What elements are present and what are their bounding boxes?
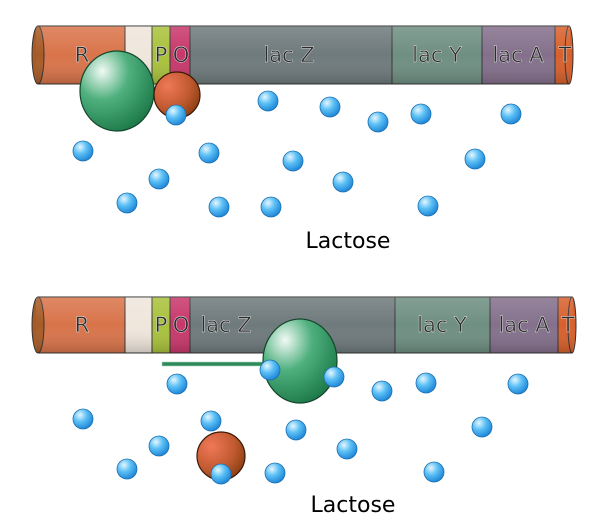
label-lacY: lac Y [417, 313, 467, 337]
mrna-transcript [161, 361, 271, 367]
lactose-molecule [257, 90, 279, 112]
lactose-molecule [417, 195, 439, 217]
bar-end-cap [31, 25, 45, 85]
lactose-molecule [116, 192, 138, 214]
lactose-molecule [208, 196, 230, 218]
label-lacZ: lac Z [200, 313, 251, 337]
lactose-molecule [259, 359, 281, 381]
lactose-molecule [200, 410, 222, 432]
lactose-molecule [367, 111, 389, 133]
lactose-molecule [148, 168, 170, 190]
lactose-molecule [198, 142, 220, 164]
lactose-molecule [285, 419, 307, 441]
lactose-molecule [148, 435, 170, 457]
lactose-molecule [323, 366, 345, 388]
lactose-molecule [371, 380, 393, 402]
lactose-molecule [332, 171, 354, 193]
lactose-label-bottom: Lactose [311, 493, 396, 518]
lactose-molecule [336, 438, 358, 460]
lactose-molecule [72, 408, 94, 430]
lactose-label-top: Lactose [306, 229, 391, 254]
lactose-molecule [464, 148, 486, 170]
lactose-molecule [415, 372, 437, 394]
lactose-molecule [410, 103, 432, 125]
label-lacA: lac A [498, 313, 550, 337]
lactose-molecule [423, 461, 445, 483]
lactose-molecule [507, 373, 529, 395]
label-lacZ: lac Z [263, 43, 314, 67]
lactose-molecule [319, 96, 341, 118]
label-O: O [173, 43, 190, 67]
lactose-molecule [260, 196, 282, 218]
segment-spacer [124, 296, 153, 354]
label-R: R [75, 43, 90, 67]
label-lacY: lac Y [412, 43, 462, 67]
lactose-molecule [471, 416, 493, 438]
label-T: T [561, 313, 575, 337]
label-P: P [155, 43, 168, 67]
label-lacA: lac A [492, 43, 544, 67]
lactose-molecule [72, 140, 94, 162]
lactose-molecule [282, 150, 304, 172]
lactose-molecule [166, 373, 188, 395]
lactose-molecule [210, 463, 232, 485]
label-R: R [75, 313, 90, 337]
repressor-protein [79, 50, 155, 132]
label-O: O [173, 313, 190, 337]
lactose-molecule [500, 103, 522, 125]
label-P: P [155, 313, 168, 337]
lactose-molecule [165, 104, 187, 126]
label-T: T [558, 43, 572, 67]
lactose-molecule [264, 462, 286, 484]
bar-end-cap [31, 296, 45, 354]
rna-polymerase-transcribing [262, 318, 338, 404]
lactose-molecule [116, 458, 138, 480]
